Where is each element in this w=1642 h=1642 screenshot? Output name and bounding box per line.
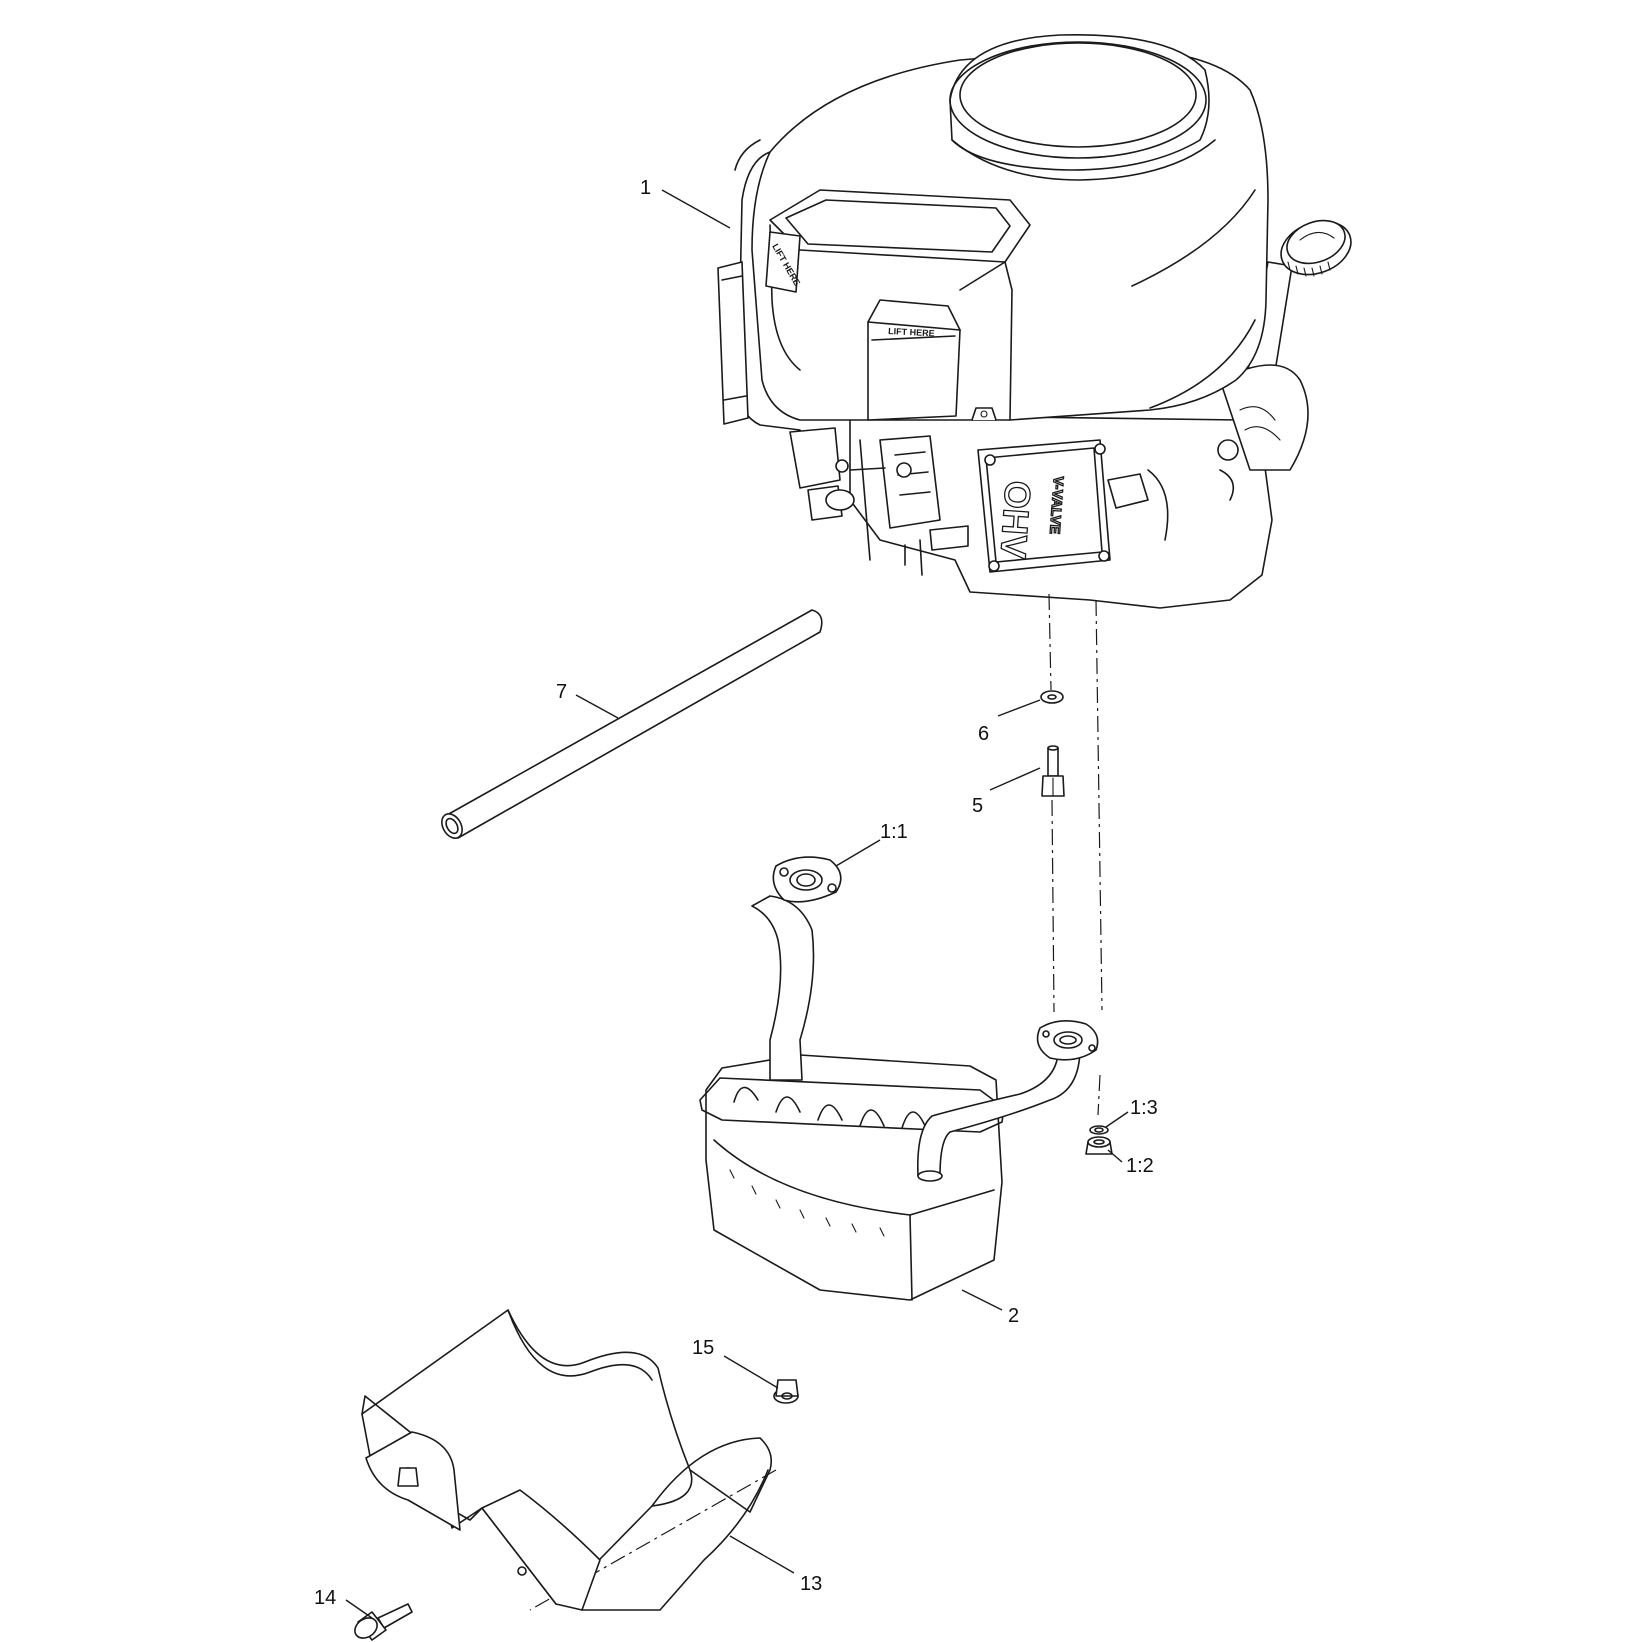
engine-assembly: LIFT HERE LIFT HERE: [717, 33, 1352, 609]
muffler-part: [699, 856, 1099, 1301]
callout-2: 2: [1008, 1305, 1019, 1327]
callout-1-1: 1:1: [880, 821, 908, 843]
shield-bolt-part: [354, 1603, 413, 1641]
callout-1: 1: [640, 177, 651, 199]
lift-here-decal-front: LIFT HERE: [888, 326, 935, 338]
heat-shield-part: [361, 1309, 773, 1611]
callout-labels: 1 7 6 5 1:1 1:3 1:2 2 15 13 14: [314, 177, 1158, 1609]
callout-15: 15: [692, 1337, 714, 1359]
tube-part: [441, 609, 823, 839]
carburetor-linkage: [789, 427, 1239, 576]
lockwasher-part: [1089, 1125, 1109, 1135]
ohv-emboss: OHV: [993, 479, 1039, 560]
callout-14: 14: [314, 1587, 336, 1609]
bolt-part: [1041, 745, 1065, 797]
valve-cover: OHV V-VALVE: [977, 439, 1111, 573]
callout-1-2: 1:2: [1126, 1155, 1154, 1177]
washer-part: [1040, 690, 1064, 704]
callout-7: 7: [556, 681, 567, 703]
callout-1-3: 1:3: [1130, 1097, 1158, 1119]
callout-13: 13: [800, 1573, 822, 1595]
nut-part: [1085, 1136, 1113, 1155]
callout-5: 5: [972, 795, 983, 817]
flange-nut-part: [773, 1379, 799, 1404]
callout-6: 6: [978, 723, 989, 745]
v-valve-emboss: V-VALVE: [1047, 476, 1067, 535]
callout-leaders: [345, 189, 1129, 1619]
